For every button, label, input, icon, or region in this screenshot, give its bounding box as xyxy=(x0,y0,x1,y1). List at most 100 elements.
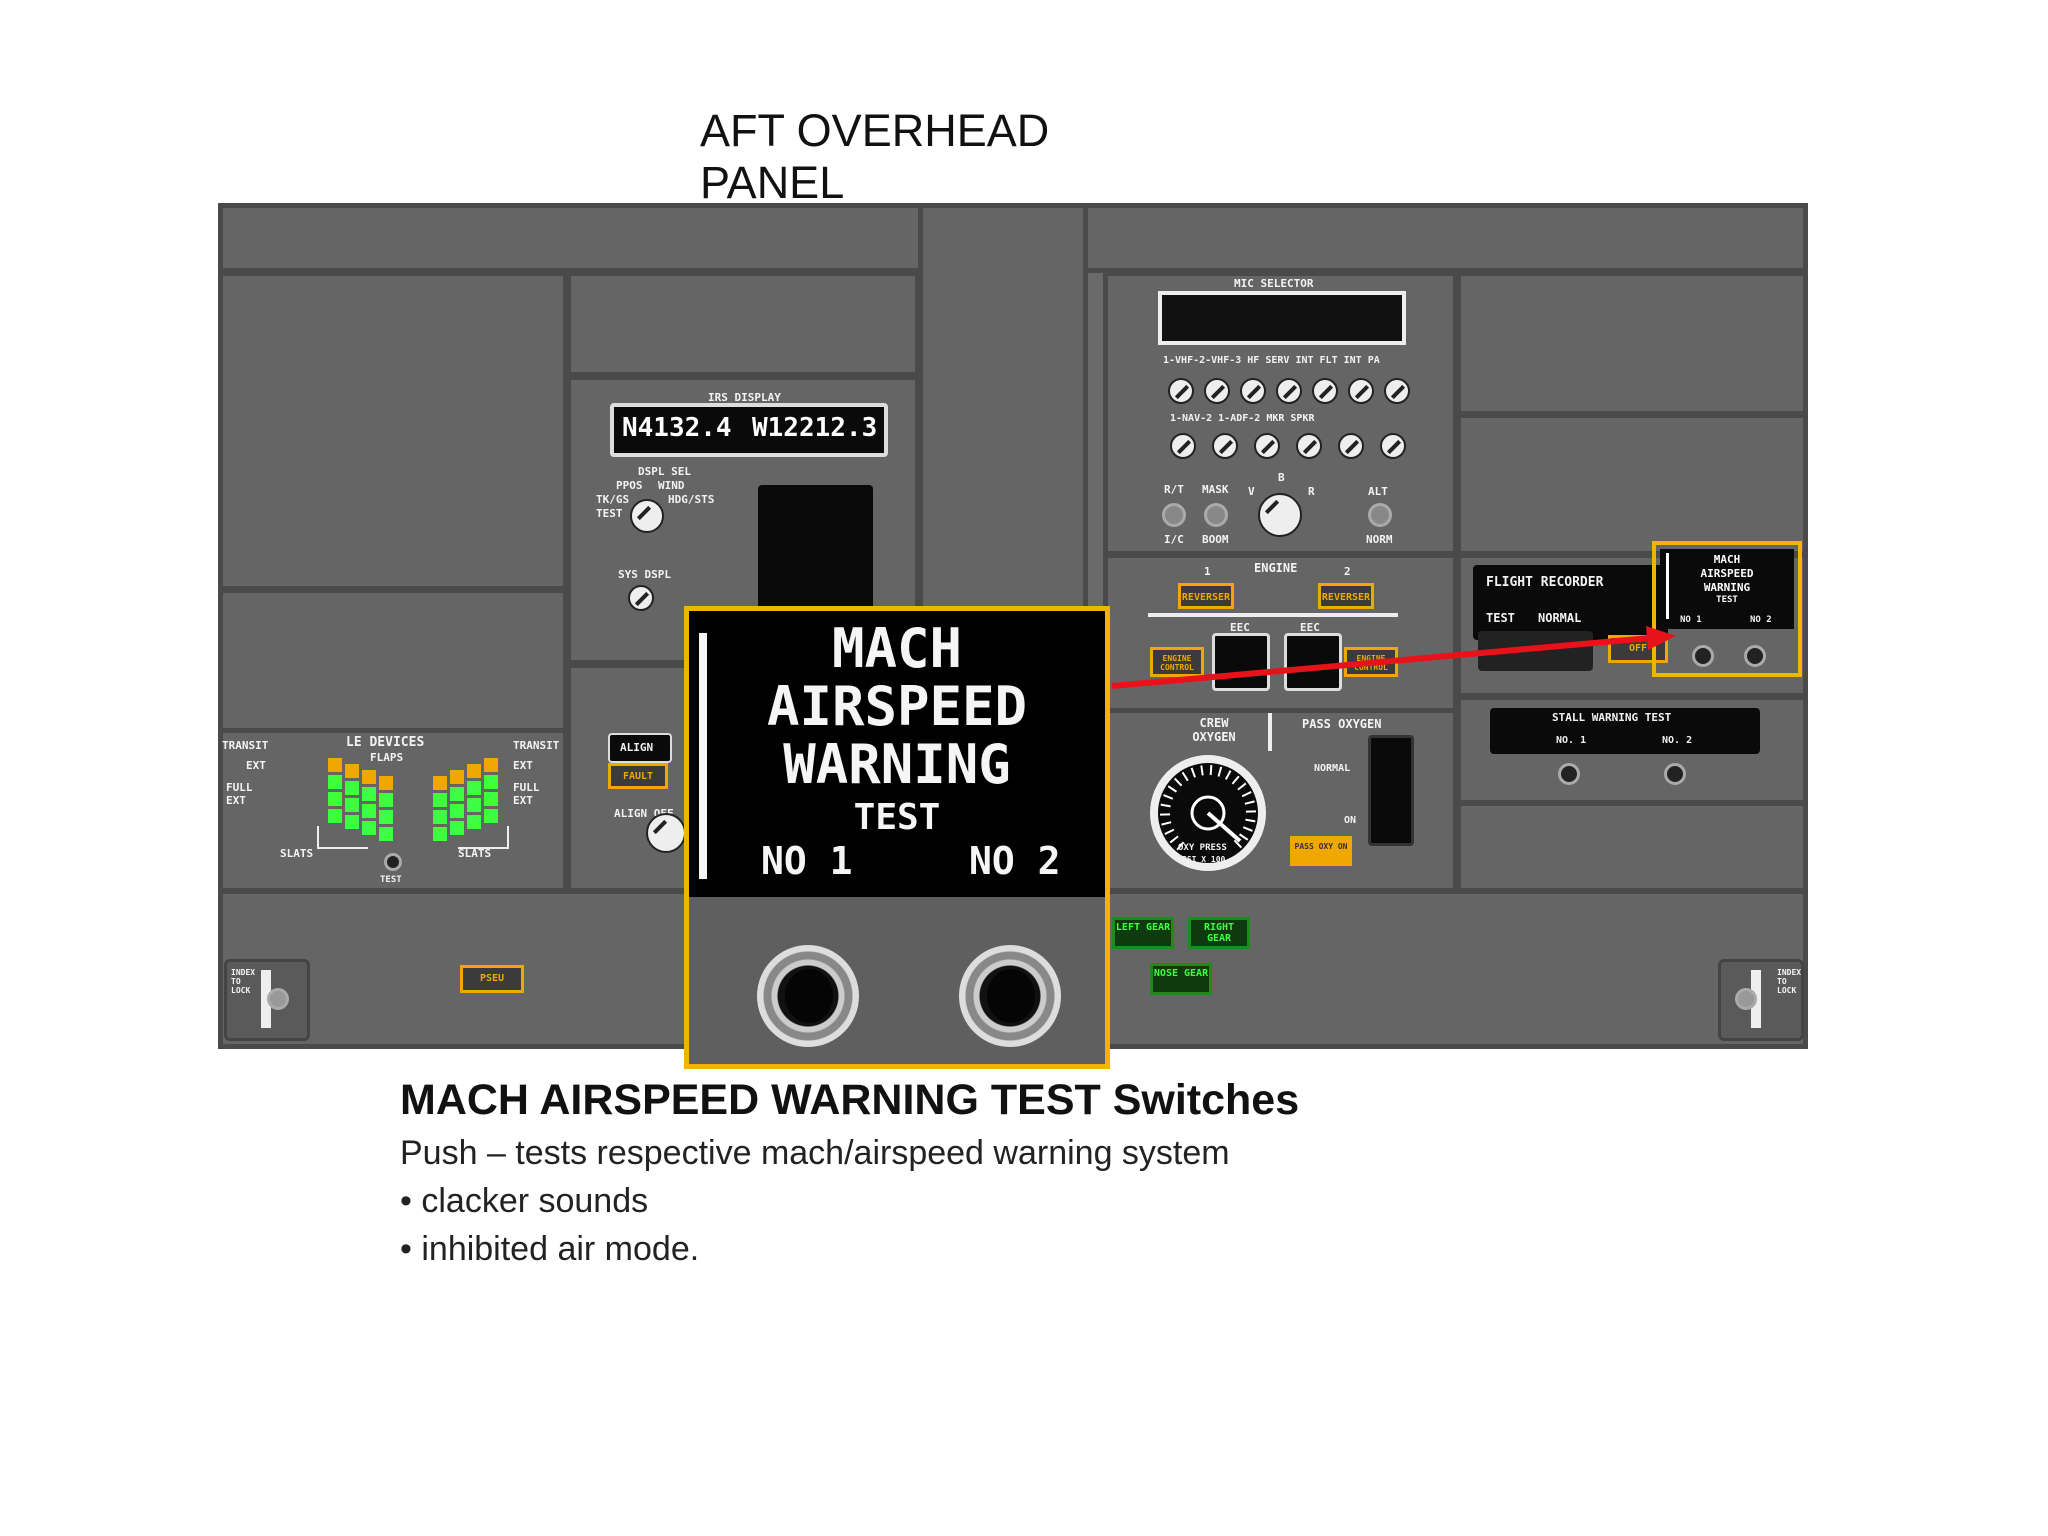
le-device-light xyxy=(433,793,447,807)
irs-lon: W12212.3 xyxy=(752,413,878,443)
le-device-light xyxy=(433,827,447,841)
rt-ic-switch[interactable] xyxy=(1162,503,1186,527)
index-lock-left-bar xyxy=(261,970,271,1028)
mach-small-no1: NO 1 xyxy=(1680,615,1702,625)
mach-test-no1-switch[interactable] xyxy=(757,945,859,1047)
irs-mode-knob[interactable] xyxy=(646,813,686,853)
aft-overhead-panel: IRS DISPLAY N4132.4 W12212.3 DSPL SEL PP… xyxy=(218,203,1808,1049)
eec-2-switch[interactable] xyxy=(1284,633,1342,691)
mach-test-no2-switch[interactable] xyxy=(959,945,1061,1047)
le-test-button[interactable] xyxy=(384,853,402,871)
gauge-tick xyxy=(1242,826,1253,832)
mic-row1-label: 1-VHF-2-VHF-3 HF SERV INT FLT INT PA xyxy=(1163,355,1380,366)
mach-small-no2: NO 2 xyxy=(1750,615,1772,625)
fault-light: FAULT xyxy=(608,763,668,789)
pseu-light: PSEU xyxy=(460,965,524,993)
sys-dspl-knob[interactable] xyxy=(628,585,654,611)
hf-knob[interactable] xyxy=(1276,378,1302,404)
flight-recorder-label: FLIGHT RECORDER xyxy=(1486,575,1604,590)
gauge-tick xyxy=(1161,821,1172,826)
mach-zoom-line1: MACH xyxy=(831,617,963,680)
vhf1-knob[interactable] xyxy=(1168,378,1194,404)
vhf2-knob[interactable] xyxy=(1204,378,1230,404)
mach-small-test-1-button[interactable] xyxy=(1692,645,1714,667)
gauge-tick xyxy=(1245,818,1256,823)
engine-divider xyxy=(1148,613,1398,617)
mach-zoom-bar xyxy=(699,633,707,879)
engine-label: ENGINE xyxy=(1254,561,1298,575)
pass-oxy-on-light: PASS OXY ON xyxy=(1290,836,1352,866)
mach-airspeed-zoom: MACH AIRSPEED WARNING TEST NO 1 NO 2 xyxy=(684,606,1110,1069)
nav2-knob[interactable] xyxy=(1212,433,1238,459)
index-lock-right[interactable]: INDEX TO LOCK xyxy=(1718,959,1804,1041)
eec-1-switch[interactable] xyxy=(1212,633,1270,691)
le-device-light xyxy=(362,770,376,784)
slats-label-right: SLATS xyxy=(458,847,492,860)
sys-dspl-label: SYS DSPL xyxy=(618,568,671,581)
le-device-light xyxy=(484,775,498,789)
le-device-light xyxy=(467,798,481,812)
mach-small-line4: TEST xyxy=(1716,595,1738,605)
nav1-knob[interactable] xyxy=(1170,433,1196,459)
mach-zoom-no2: NO 2 xyxy=(969,839,1061,883)
le-device-light xyxy=(328,775,342,789)
alt-norm-switch[interactable] xyxy=(1368,503,1392,527)
gauge-tick xyxy=(1237,782,1247,791)
le-device-light xyxy=(362,787,376,801)
adf1-knob[interactable] xyxy=(1254,433,1280,459)
page-title: AFT OVERHEAD PANEL xyxy=(700,105,1050,208)
spkr-knob[interactable] xyxy=(1380,433,1406,459)
align-text: ALIGN xyxy=(620,741,654,754)
full-ext-label-left: FULL EXT xyxy=(226,781,253,807)
description-line3: • inhibited air mode. xyxy=(400,1230,700,1268)
vhf3-knob[interactable] xyxy=(1240,378,1266,404)
pa-knob[interactable] xyxy=(1384,378,1410,404)
rt-label: R/T xyxy=(1164,483,1184,496)
le-device-light xyxy=(379,810,393,824)
le-device-light xyxy=(379,827,393,841)
gauge-tick xyxy=(1163,794,1174,800)
oxy-press-label: OXY PRESS xyxy=(1178,843,1227,853)
stall-test-2-button[interactable] xyxy=(1664,763,1686,785)
le-device-light xyxy=(467,815,481,829)
le-device-light xyxy=(362,804,376,818)
psi-label: PSI X 100 xyxy=(1182,855,1226,864)
mkr-knob[interactable] xyxy=(1338,433,1364,459)
index-lock-right-knob[interactable] xyxy=(1735,988,1757,1010)
irs-lat: N4132.4 xyxy=(622,413,732,443)
gauge-tick xyxy=(1181,771,1189,782)
mask-boom-switch[interactable] xyxy=(1204,503,1228,527)
fr-normal-label: NORMAL xyxy=(1538,611,1582,625)
mach-small-test-2-button[interactable] xyxy=(1744,645,1766,667)
adf2-knob[interactable] xyxy=(1296,433,1322,459)
stall-warning-label: STALL WARNING TEST xyxy=(1552,711,1672,724)
b-label: B xyxy=(1278,471,1285,484)
gauge-tick xyxy=(1190,767,1196,778)
engine-control-1-light: ENGINE CONTROL xyxy=(1150,647,1204,677)
align-light: ALIGN xyxy=(608,733,672,763)
engine-1-label: 1 xyxy=(1204,565,1211,578)
index-lock-left[interactable]: INDEX TO LOCK xyxy=(224,959,310,1041)
ext-label-right: EXT xyxy=(513,759,533,772)
index-lock-left-knob[interactable] xyxy=(267,988,289,1010)
stall-test-1-button[interactable] xyxy=(1558,763,1580,785)
gauge-tick xyxy=(1200,765,1204,776)
hdg-sts-label: HDG/STS xyxy=(668,493,715,506)
dspl-sel-knob[interactable] xyxy=(630,499,664,533)
vbr-knob[interactable] xyxy=(1258,493,1302,537)
serv-int-knob[interactable] xyxy=(1312,378,1338,404)
le-device-light xyxy=(433,776,447,790)
nose-gear-light: NOSE GEAR xyxy=(1150,963,1212,995)
blank-panel-left-upper xyxy=(218,271,568,591)
flt-int-knob[interactable] xyxy=(1348,378,1374,404)
mach-zoom-line2: AIRSPEED xyxy=(766,675,1028,738)
mask-label: MASK xyxy=(1202,483,1229,496)
pass-oxygen-switch[interactable] xyxy=(1368,735,1414,846)
mach-small-line1: MACH xyxy=(1713,553,1741,566)
full-ext-label-right: FULL EXT xyxy=(513,781,540,807)
mic-selector-switches[interactable] xyxy=(1158,291,1406,345)
gauge-tick xyxy=(1173,777,1183,787)
mach-small-line2: AIRSPEED xyxy=(1700,567,1754,580)
description-title: MACH AIRSPEED WARNING TEST Switches xyxy=(400,1076,1300,1124)
